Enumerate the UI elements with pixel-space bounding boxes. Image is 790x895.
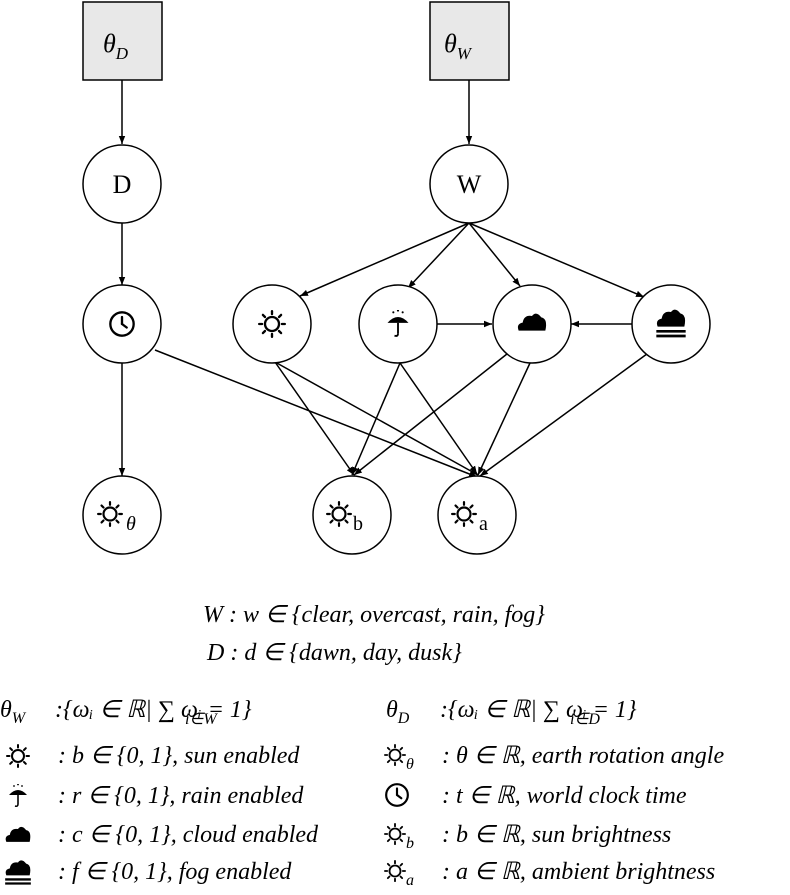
edges [118,80,652,478]
legend-clock-text: : t ∈ ℝ, world clock time [442,783,687,809]
node-sun-b: b [312,475,392,555]
theta-d-symbol: θ [103,29,116,58]
sun-b-subscript: b [353,513,363,535]
theta-w-subscript: W [457,44,473,63]
legend-rain-icon [8,784,28,808]
theta-d-subscript: D [115,44,129,63]
node-w-label: W [457,170,482,199]
sun-theta-subscript: θ [126,513,136,535]
legend-theta-d-symbol: θ [386,697,398,723]
legend-sun-b-text: : b ∈ ℝ, sun brightness [442,822,672,848]
legend-sun-b: b [384,821,414,858]
bayesian-network-diagram: θD θW D W θ b [82,1,711,555]
edge-clock-suna [154,349,478,478]
node-rain [358,284,438,364]
legend-theta-w: θW [0,696,25,733]
legend-cloud-text: : c ∈ {0, 1}, cloud enabled [58,822,319,848]
edge-cloud-suna [477,362,531,476]
node-sun-theta: θ [82,475,162,555]
definition-w-var: W [203,602,223,628]
legend-sun-a-text: : a ∈ ℝ, ambient brightness [442,859,716,885]
edge-W-cloud [468,222,521,287]
legend-sun-a-sub: a [406,871,414,889]
legend-theta-w-symbol: θ [0,697,12,723]
legend-theta-d-def: :{ωᵢ ∈ ℝ| ∑ ωᵢ = 1}i∈D [440,696,637,728]
edge-rain-sunb [351,362,401,476]
svg-text:θW: θW [444,29,473,63]
edge-W-rain [407,222,470,289]
legend-theta-w-def: :{ωᵢ ∈ ℝ| ∑ ωᵢ = 1}i∈W [55,696,252,728]
legend-theta-d: θD [386,696,409,733]
theta-w-symbol: θ [444,29,457,58]
legend-rain-text: : r ∈ {0, 1}, rain enabled [58,783,304,809]
node-w: W [429,144,509,224]
param-theta-d: θD [82,1,163,81]
node-fog [631,284,711,364]
edge-W-fog [468,222,645,298]
definition-w-rhs: : w ∈ {clear, overcast, rain, fog} [229,602,545,628]
definition-d-rhs: : d ∈ {dawn, day, dusk} [230,640,462,666]
legend-theta-w-sum-sub: i∈W [185,711,217,728]
node-sun [232,284,312,364]
node-d-label: D [113,170,132,199]
edge-fog-suna [479,350,652,477]
legend-theta-d-sum-sub: i∈D [570,711,600,728]
legend-sun-a-icon [384,860,406,882]
edge-sun-sunb [274,361,355,476]
legend-sun-b-icon [384,823,406,845]
legend-theta-d-sub: D [397,709,410,727]
edge-cloud-sunb [353,349,513,476]
node-sun-a: a [437,475,517,555]
edge-W-sun [299,222,470,297]
param-theta-w: θW [429,1,510,81]
legend-sun-a: a [384,858,414,895]
legend-sun-text: : b ∈ {0, 1}, sun enabled [58,743,300,769]
legend-theta-w-text: :{ωᵢ ∈ ℝ| ∑ ωᵢ = 1} [55,697,252,723]
legend-theta-d-text: :{ωᵢ ∈ ℝ| ∑ ωᵢ = 1} [440,697,637,723]
legend-fog-text: : f ∈ {0, 1}, fog enabled [58,859,292,885]
definition-d: D : d ∈ {dawn, day, dusk} [207,639,462,667]
legend-sun-theta-text: : θ ∈ ℝ, earth rotation angle [442,743,725,769]
node-clock [82,284,162,364]
svg-text:θD: θD [103,29,129,63]
edge-rain-suna [399,362,478,475]
legend-sun-b-sub: b [406,834,414,852]
legend-sun-theta-sub: θ [406,755,414,773]
node-d: D [82,144,162,224]
legend-sun-theta-icon [384,744,406,766]
definition-w: W : w ∈ {clear, overcast, rain, fog} [203,601,545,629]
legend-theta-w-sub: W [11,709,26,727]
legend-sun-theta: θ [384,742,414,779]
legend-fog-icon [4,859,32,885]
definition-d-var: D [207,640,225,666]
node-cloud [492,284,572,364]
legend-cloud-icon [5,826,31,842]
legend-clock-icon [385,783,409,807]
sun-a-subscript: a [479,513,488,535]
legend-sun-icon [6,744,30,768]
